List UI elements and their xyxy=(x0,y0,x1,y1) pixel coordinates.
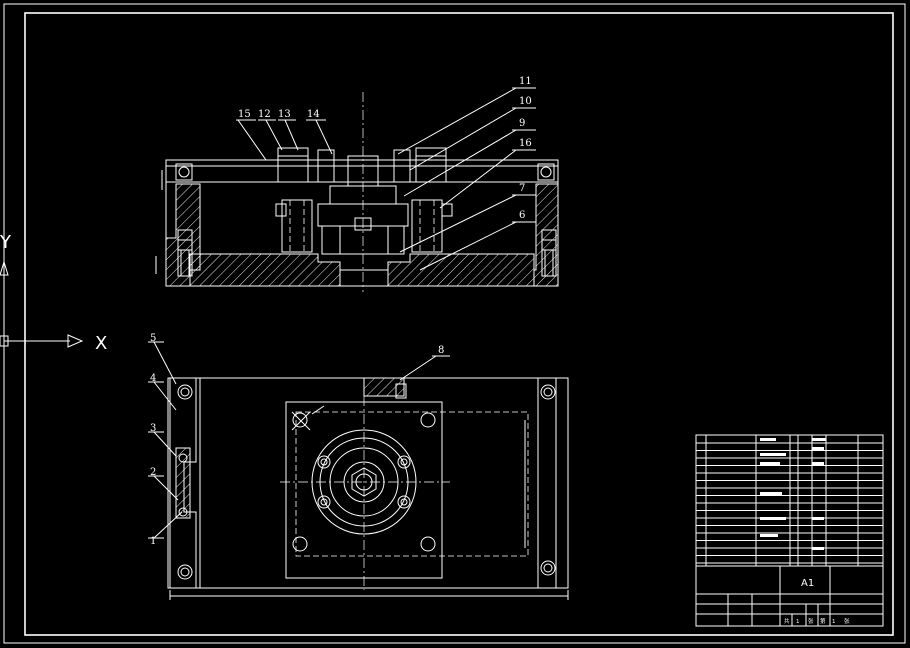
page-total-suffix: 张 xyxy=(808,617,814,625)
front-section-view: 15 12 13 14 11 10 9 16 7 6 xyxy=(155,76,559,292)
part-label-14: 14 xyxy=(307,109,320,120)
part-label-4: 4 xyxy=(150,373,156,384)
part-label-9: 9 xyxy=(519,118,525,129)
plan-view: 5 4 3 2 1 8 xyxy=(148,333,569,600)
page-total-prefix: 共 xyxy=(784,617,790,625)
part-label-1: 1 xyxy=(150,536,156,547)
part-label-12: 12 xyxy=(258,109,271,120)
y-axis-label: Y xyxy=(0,232,12,253)
sheet-size: A1 xyxy=(801,578,814,589)
page-index: 1 xyxy=(832,619,836,625)
page-index-suffix: 张 xyxy=(844,617,850,625)
part-label-11: 11 xyxy=(519,76,532,87)
part-label-13: 13 xyxy=(278,109,291,120)
part-label-2: 2 xyxy=(150,467,156,478)
part-label-16: 16 xyxy=(519,138,532,149)
part-label-5: 5 xyxy=(150,333,156,344)
part-label-10: 10 xyxy=(519,96,532,107)
part-label-7: 7 xyxy=(519,183,525,194)
part-label-3: 3 xyxy=(150,423,156,434)
drawing-frame xyxy=(3,3,906,644)
x-axis-label: X xyxy=(95,333,107,354)
page-total: 1 xyxy=(796,619,800,625)
ucs-axis-icon: X Y xyxy=(0,232,107,354)
part-label-6: 6 xyxy=(519,210,525,221)
title-block: A1 共 1 张 第 1 张 xyxy=(695,434,884,627)
page-index-prefix: 第 xyxy=(820,617,826,625)
part-label-15: 15 xyxy=(238,109,251,120)
part-label-8: 8 xyxy=(438,345,444,356)
